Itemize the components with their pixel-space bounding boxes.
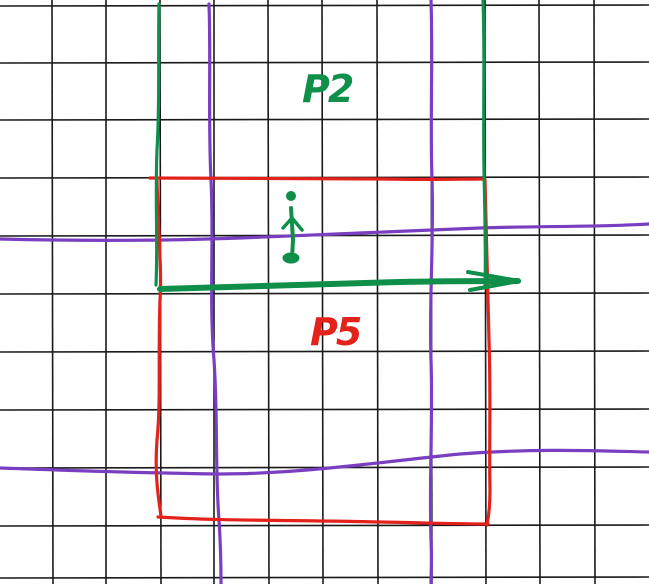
red-edge-bottom xyxy=(156,515,490,526)
grid-line-h xyxy=(0,292,649,295)
agent-figure xyxy=(281,191,304,264)
agent-head xyxy=(286,191,296,201)
label-p5: P5 xyxy=(310,310,361,354)
agent-body xyxy=(289,206,295,260)
green-arrow xyxy=(157,270,521,292)
green-edge-right xyxy=(481,0,488,289)
green-region-p2 xyxy=(154,0,488,289)
purple-horizontal-bottom xyxy=(0,448,649,476)
grid-line-h xyxy=(0,350,649,353)
grid-line-h xyxy=(0,4,649,7)
agent-base xyxy=(282,252,300,264)
grid-line-v xyxy=(376,0,379,584)
grid-line-v xyxy=(538,0,541,584)
green-arrow-shaft xyxy=(157,278,521,292)
grid-line-v xyxy=(51,0,54,584)
grid-line-h xyxy=(0,61,649,64)
grid-line-v xyxy=(593,0,596,584)
grid-line-h xyxy=(0,118,649,121)
purple-vertical-left xyxy=(207,2,223,584)
green-arrow-head xyxy=(466,270,521,292)
purple-horizontal-top xyxy=(0,222,649,242)
grid-line-v xyxy=(267,0,270,584)
green-edge-left xyxy=(154,2,161,287)
label-p2: P2 xyxy=(302,67,353,111)
red-edge-left xyxy=(154,176,163,519)
grid-line-h xyxy=(0,524,649,527)
purple-vertical-right xyxy=(428,0,435,584)
grid-line-h xyxy=(0,408,649,411)
agent-arms xyxy=(281,216,304,232)
grid-line-h xyxy=(0,576,649,579)
red-edge-top xyxy=(148,176,486,182)
grid-line-v xyxy=(321,0,324,584)
